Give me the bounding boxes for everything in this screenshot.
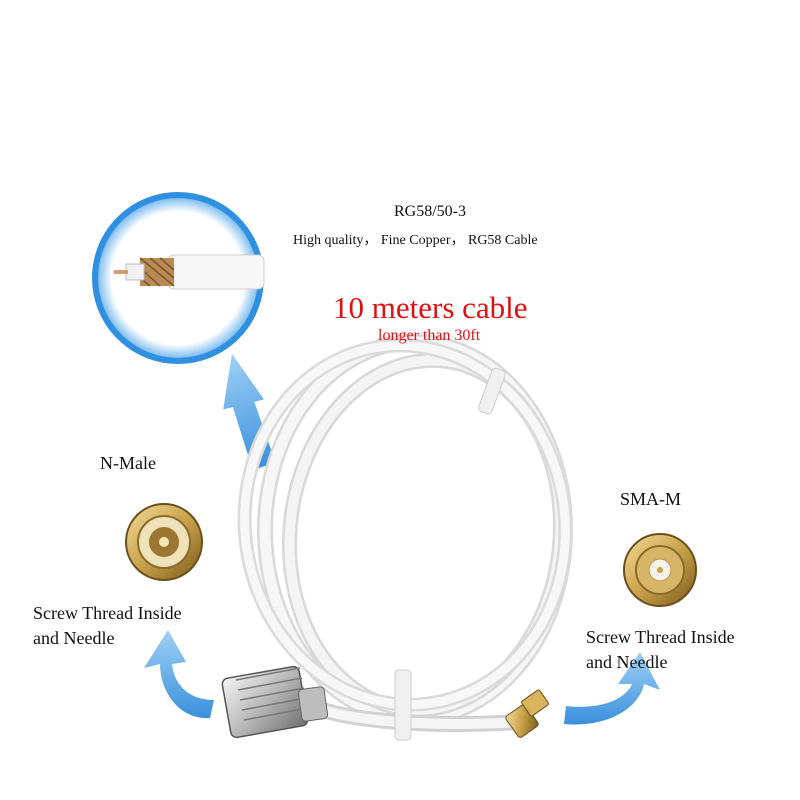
- cable-features-label: High quality， Fine Copper， RG58 Cable: [293, 233, 538, 248]
- n-male-label: N-Male: [100, 453, 156, 473]
- sma-m-desc-line2: and Needle: [586, 652, 668, 672]
- sma-connector-on-cable: [505, 689, 549, 738]
- cable-model-label: RG58/50-3: [394, 203, 466, 220]
- sma-m-desc-line1: Screw Thread Inside: [586, 627, 735, 647]
- cable-length-heading: 10 meters cable: [333, 290, 528, 325]
- sma-m-label: SMA-M: [620, 489, 682, 509]
- arrow-curve-left-icon: [144, 630, 214, 719]
- sma-male-connector-detail: [623, 533, 697, 607]
- n-connector-on-cable: [221, 665, 329, 739]
- cable-crosssection-circle: [92, 192, 265, 364]
- n-male-desc-line2: and Needle: [33, 628, 115, 648]
- arrow-curve-right-icon: [564, 652, 660, 725]
- n-male-desc-line1: Screw Thread Inside: [33, 603, 182, 623]
- coiled-cable: [237, 334, 573, 741]
- n-male-connector-detail: [125, 503, 203, 581]
- cable-length-note: longer than 30ft: [378, 327, 481, 344]
